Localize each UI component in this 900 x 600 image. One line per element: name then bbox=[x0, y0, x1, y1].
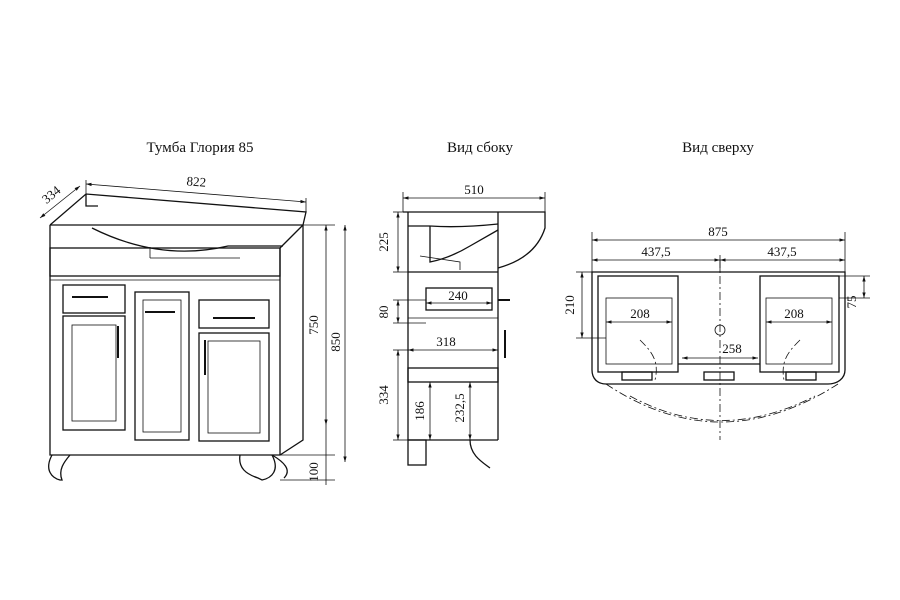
side-drawer-width-label: 240 bbox=[448, 288, 468, 303]
top-view: 875 437,5 437,5 210 75 208 bbox=[562, 224, 870, 440]
side-sink-profile bbox=[403, 211, 546, 440]
front-legs-height-label: 100 bbox=[306, 462, 321, 482]
top-total-dimension: 875 bbox=[591, 224, 846, 272]
front-view-title: Тумба Глория 85 bbox=[147, 140, 254, 156]
top-offset-dimension: 75 bbox=[839, 275, 870, 309]
front-view: 822 334 750 850 100 bbox=[39, 173, 347, 485]
side-left-dimensions: 225 80 334 bbox=[376, 211, 426, 441]
top-view-swing-arcs bbox=[605, 260, 839, 440]
front-total-height-label: 850 bbox=[328, 332, 343, 352]
side-inner-dimensions: 240 318 186 232,5 bbox=[408, 288, 498, 440]
front-body-height-label: 750 bbox=[306, 315, 321, 335]
top-depth-label: 210 bbox=[562, 295, 577, 315]
side-inner-low-label: 186 bbox=[412, 401, 427, 421]
top-left-box-label: 208 bbox=[630, 306, 650, 321]
top-left-half-label: 437,5 bbox=[641, 244, 670, 259]
side-depth-dimension: 510 bbox=[402, 182, 546, 212]
front-width-label: 822 bbox=[186, 173, 207, 190]
side-view: 510 225 80 334 240 318 186 232,5 bbox=[376, 182, 546, 469]
top-view-outline bbox=[591, 271, 846, 385]
top-right-box-label: 208 bbox=[784, 306, 804, 321]
side-view-title: Вид сбоку bbox=[447, 140, 513, 156]
side-legs bbox=[407, 439, 491, 469]
side-drawer bbox=[408, 287, 510, 358]
side-shelf-depth-label: 318 bbox=[436, 334, 456, 349]
front-left-door bbox=[62, 284, 126, 431]
front-height-dimensions: 750 850 100 bbox=[280, 224, 347, 485]
front-depth-label: 334 bbox=[39, 182, 64, 206]
top-view-title: Вид сверху bbox=[682, 140, 754, 156]
side-lower-height-label: 334 bbox=[376, 385, 391, 405]
top-depth-dimension: 210 bbox=[562, 271, 606, 339]
side-depth-label: 510 bbox=[464, 182, 484, 197]
top-right-half-label: 437,5 bbox=[767, 244, 796, 259]
front-legs bbox=[48, 454, 288, 481]
top-total-width-label: 875 bbox=[708, 224, 728, 239]
front-right-door bbox=[198, 299, 270, 442]
front-view-body bbox=[49, 224, 304, 456]
top-offset-label: 75 bbox=[844, 296, 859, 309]
side-sink-height-label: 225 bbox=[376, 232, 391, 252]
side-drawer-height-label: 80 bbox=[376, 306, 391, 319]
front-middle-door bbox=[134, 291, 190, 441]
top-half-dimensions: 437,5 437,5 bbox=[592, 244, 845, 272]
front-width-dimension: 822 bbox=[85, 173, 307, 212]
top-middle-label: 258 bbox=[722, 341, 742, 356]
side-inner-high-label: 232,5 bbox=[452, 393, 467, 422]
top-inner-dimensions: 208 208 258 bbox=[606, 306, 832, 360]
front-depth-dimension: 334 bbox=[39, 182, 81, 219]
